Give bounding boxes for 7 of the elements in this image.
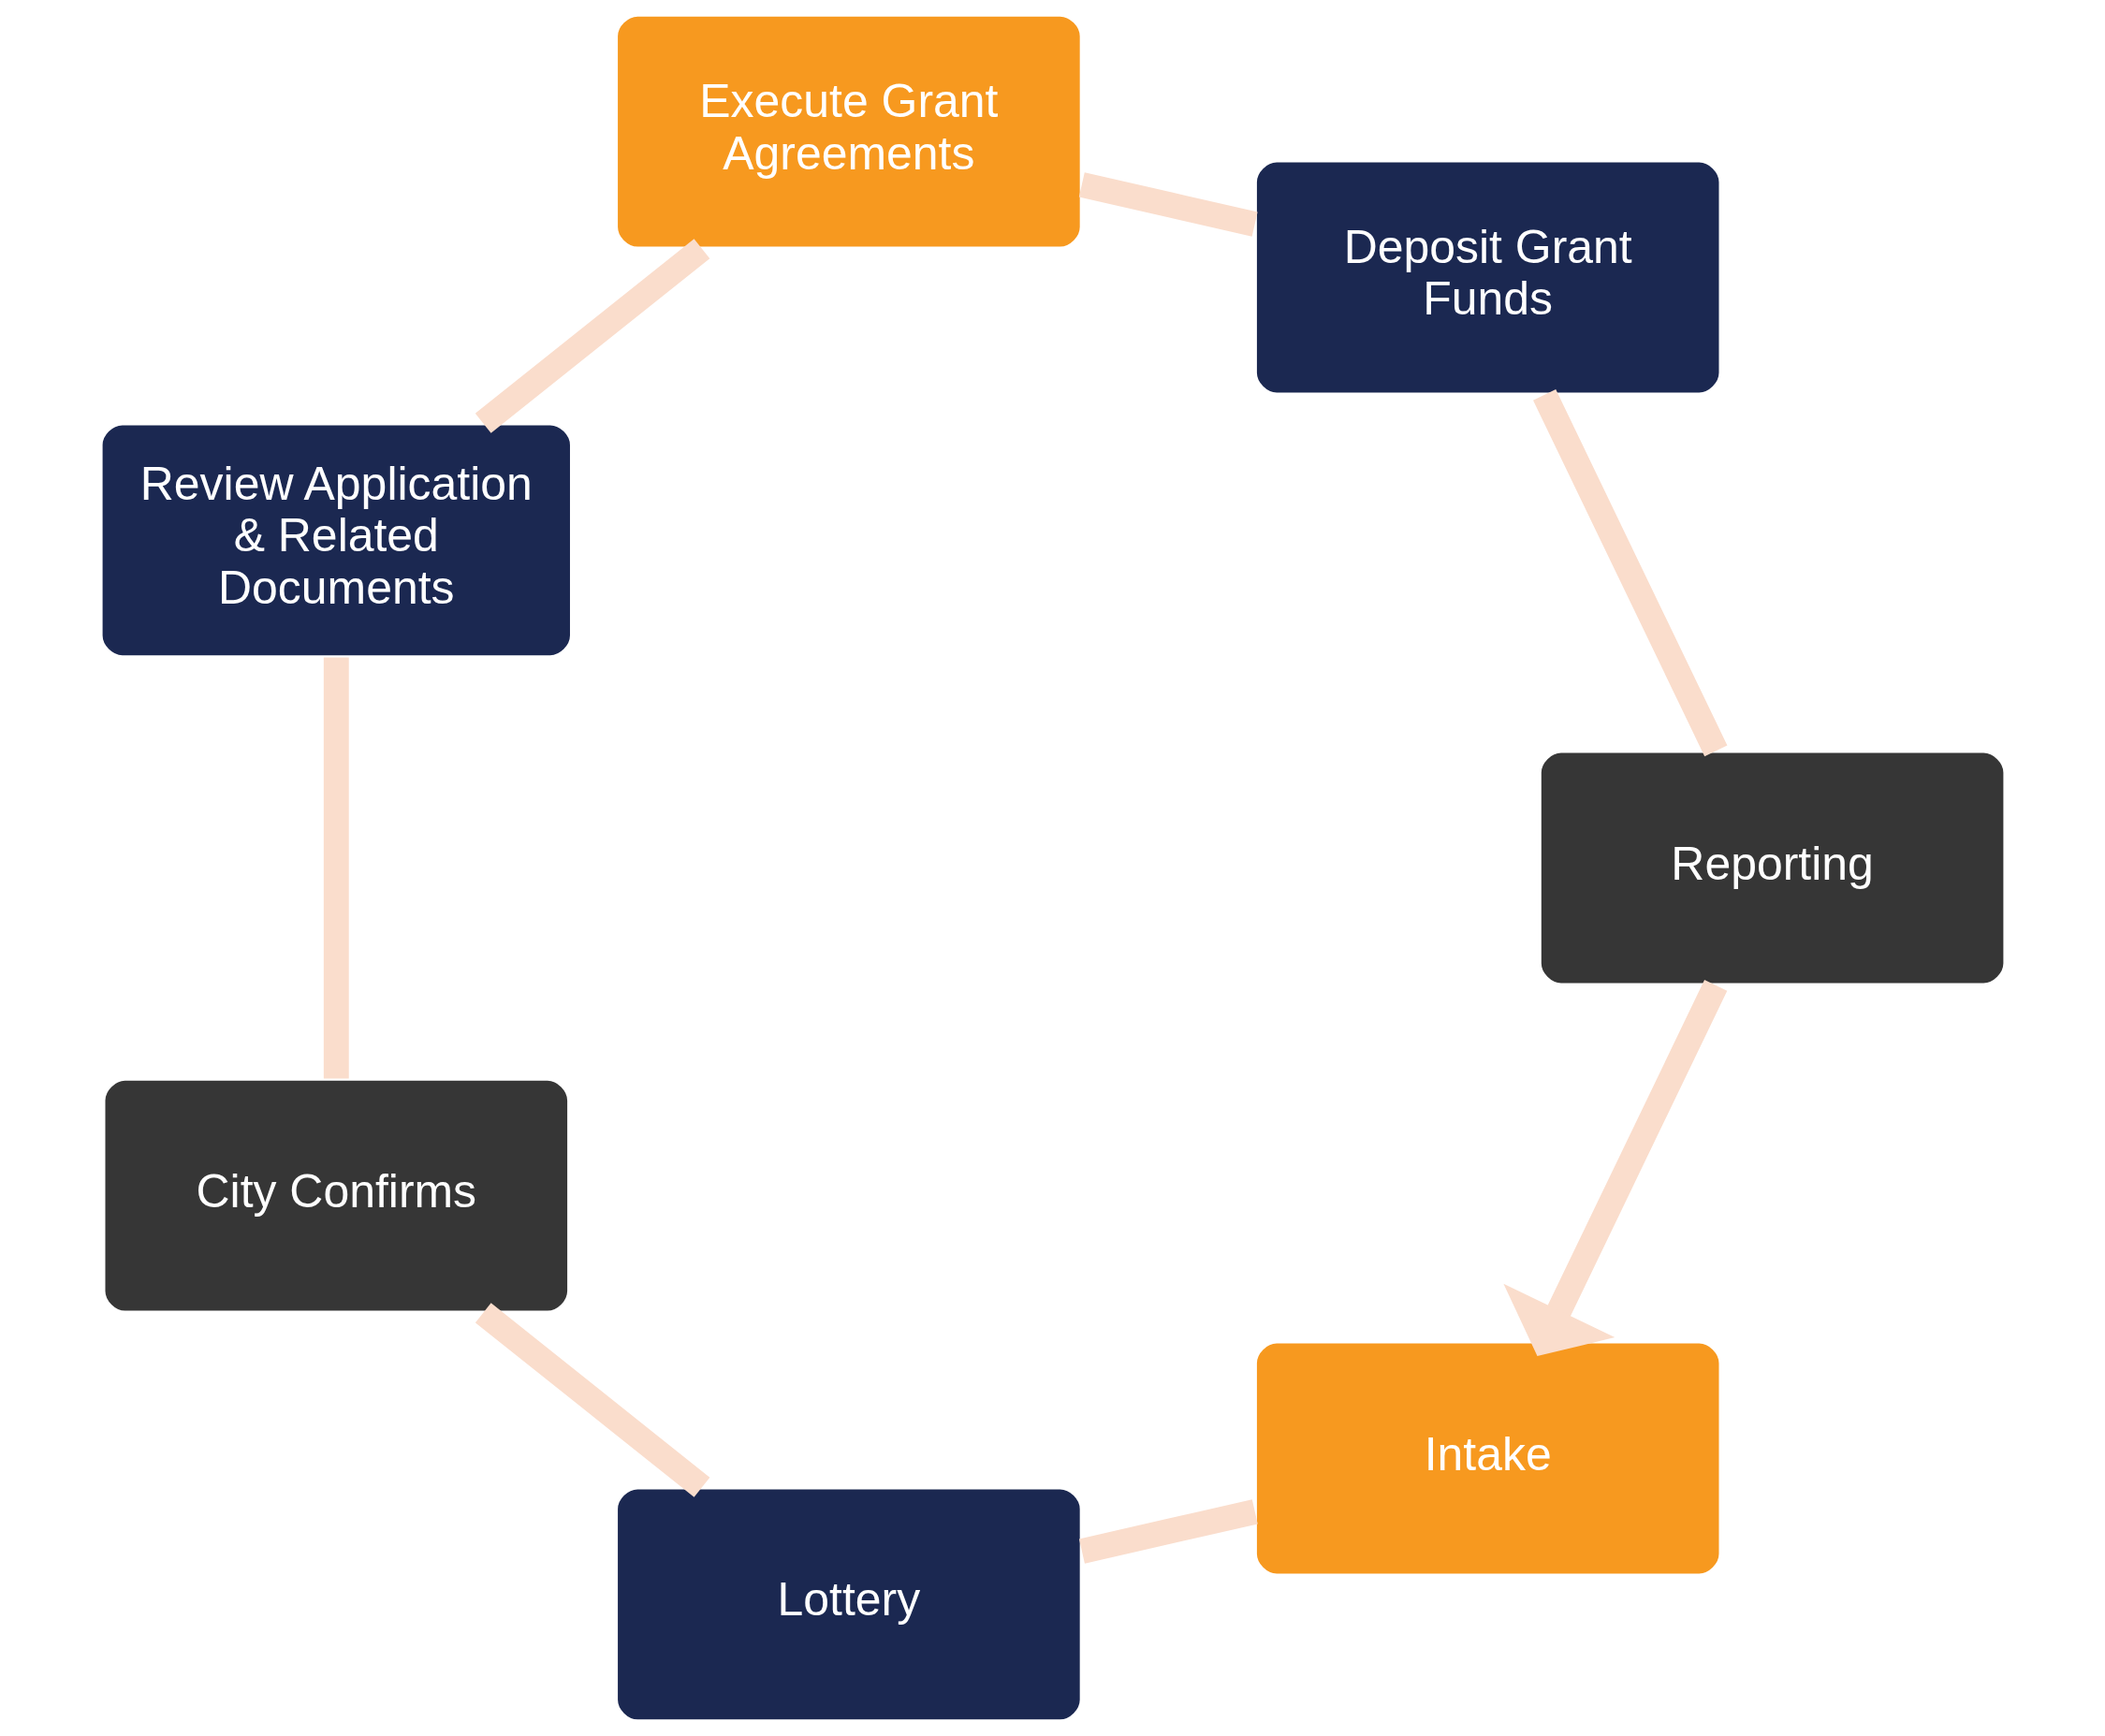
connector xyxy=(323,657,349,1079)
connector xyxy=(1532,389,1727,757)
connector xyxy=(475,1303,709,1497)
arrow xyxy=(1502,980,1727,1356)
connector xyxy=(475,239,709,433)
connector xyxy=(1078,1499,1258,1564)
connector xyxy=(1078,172,1258,237)
